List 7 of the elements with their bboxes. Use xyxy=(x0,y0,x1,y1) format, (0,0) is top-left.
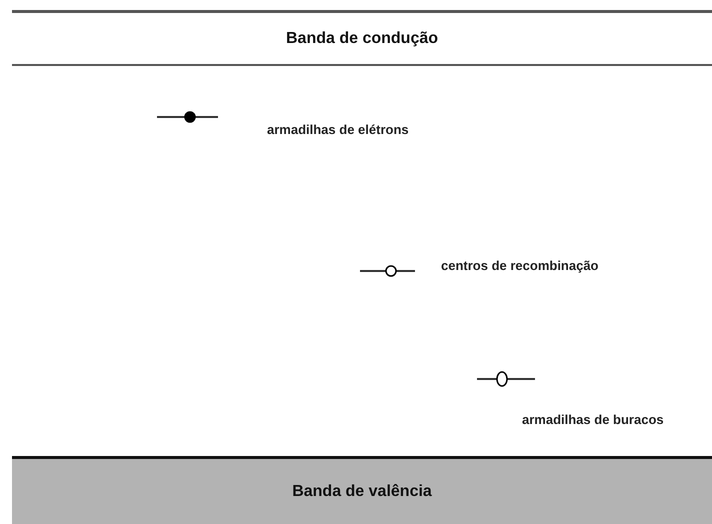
trap-label: armadilhas de buracos xyxy=(522,412,664,427)
valence-band xyxy=(12,456,712,524)
trap-label: armadilhas de elétrons xyxy=(267,122,409,137)
trap-label: centros de recombinação xyxy=(441,258,598,273)
band-label: Banda de condução xyxy=(286,30,438,48)
band-label: Banda de valência xyxy=(292,482,432,500)
conduction-band xyxy=(12,10,712,66)
